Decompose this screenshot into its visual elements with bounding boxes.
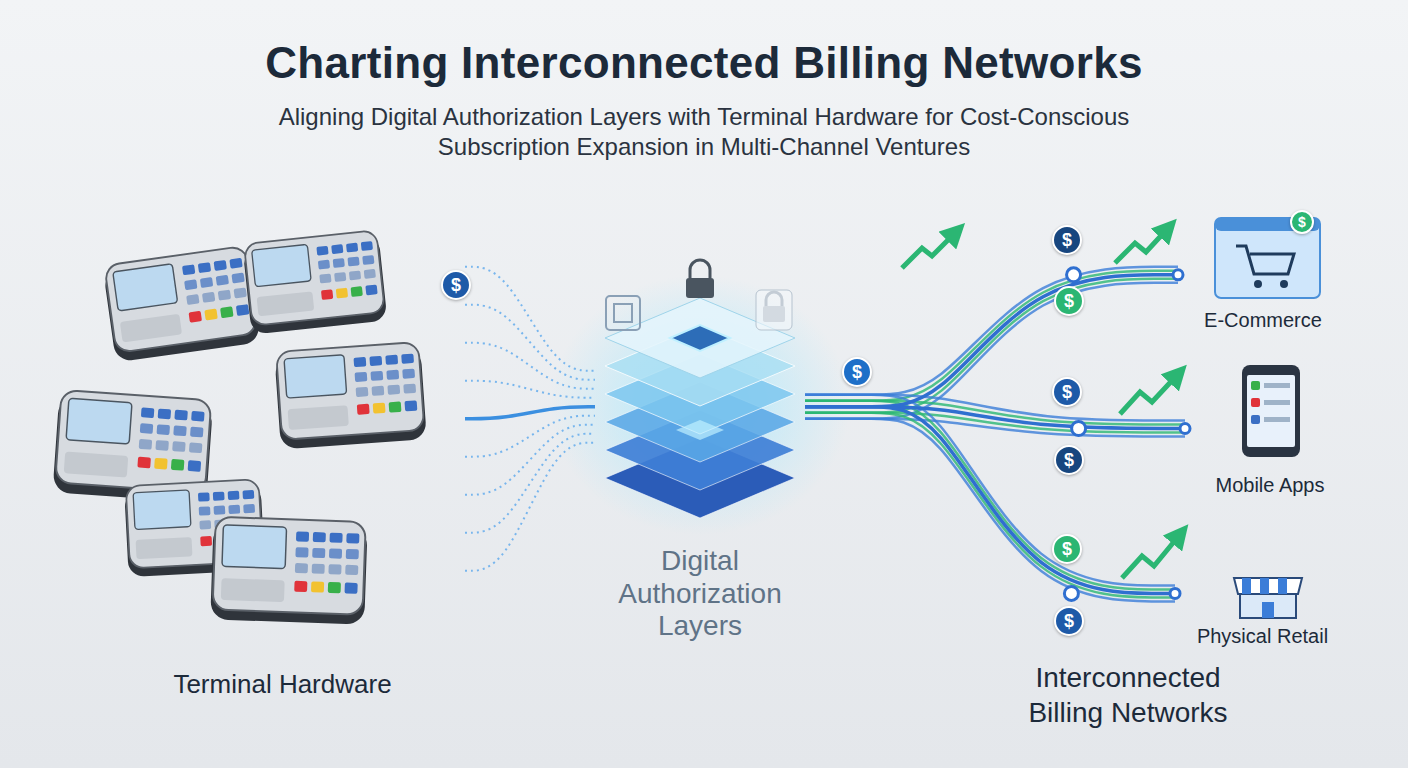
phone xyxy=(1242,365,1300,457)
trend-arrow xyxy=(1122,532,1182,578)
flow-strand xyxy=(805,419,1175,602)
lock-icon xyxy=(763,306,785,322)
cart xyxy=(1236,246,1294,274)
cart-wheel xyxy=(1280,280,1288,288)
dollar-coin: $ xyxy=(1054,286,1084,316)
channel-node: Mobile Apps xyxy=(1185,360,1355,497)
junction-dot xyxy=(1064,586,1078,600)
authorization-stack-art xyxy=(550,260,850,535)
node-label: Physical Retail xyxy=(1175,625,1350,648)
dollar-coin: $ xyxy=(1052,534,1082,564)
node-label: Digital Authorization Layers xyxy=(595,545,805,642)
flow-strand xyxy=(465,425,595,495)
flow-connector xyxy=(805,407,1175,594)
flow-strand xyxy=(805,395,1175,586)
awning xyxy=(1234,578,1302,594)
app-icon xyxy=(1251,415,1260,424)
dollar-coin: $ xyxy=(1054,606,1084,636)
store-building xyxy=(1240,594,1296,618)
junction-dot xyxy=(1072,422,1086,436)
subtitle: Aligning Digital Authorization Layers wi… xyxy=(254,102,1154,162)
junction-dot xyxy=(1170,588,1180,598)
dollar-coin: $ xyxy=(1290,210,1314,234)
dollar-coin: $ xyxy=(1054,445,1084,475)
trend-arrow xyxy=(902,230,958,268)
app-row xyxy=(1264,383,1290,388)
pos-terminal xyxy=(102,246,260,363)
junction-dot xyxy=(1173,270,1183,280)
cart-wheel xyxy=(1254,280,1262,288)
flow-connector xyxy=(805,407,1185,429)
lock-icon xyxy=(756,290,792,330)
app-row xyxy=(1264,417,1290,422)
lock-icon xyxy=(766,292,782,306)
terminal-cluster: Terminal Hardware xyxy=(100,215,465,700)
diagram-title: Charting Interconnected Billing Networks xyxy=(0,38,1408,88)
flow-strand xyxy=(465,305,595,380)
store-door xyxy=(1262,602,1274,618)
flow-strand xyxy=(465,434,595,533)
lock-icon xyxy=(690,260,710,278)
junction-dot xyxy=(1180,424,1190,434)
chip xyxy=(670,325,730,351)
flow-connector xyxy=(805,275,1178,407)
flow-connector xyxy=(465,407,595,419)
dollar-coin: $ xyxy=(441,270,471,300)
mobile-icon xyxy=(1242,365,1300,457)
lock-icon xyxy=(686,278,714,298)
section-label: Interconnected Billing Networks xyxy=(995,660,1261,730)
pos-terminal xyxy=(242,230,387,335)
pos-terminal xyxy=(210,517,368,625)
chip-icon xyxy=(614,304,632,322)
flow-strand xyxy=(465,267,595,371)
authorization-stack: Digital Authorization Layers xyxy=(595,280,805,642)
node-label: Terminal Hardware xyxy=(103,670,463,700)
phone-screen xyxy=(1247,375,1295,447)
pos-terminal xyxy=(274,342,427,449)
dollar-coin: $ xyxy=(842,357,872,387)
chip xyxy=(676,420,724,440)
layer xyxy=(605,298,795,378)
channel-node: E-Commerce xyxy=(1178,205,1348,332)
channel-node: Physical Retail xyxy=(1175,570,1350,648)
junction-dot xyxy=(1067,268,1081,282)
flow-strand xyxy=(805,283,1178,419)
node-label: Mobile Apps xyxy=(1185,474,1355,497)
dollar-coin: $ xyxy=(1052,377,1082,407)
chip-icon xyxy=(606,296,640,330)
pos-terminals xyxy=(52,230,426,625)
trend-arrow xyxy=(1120,372,1180,414)
app-icon xyxy=(1251,381,1260,390)
app-row xyxy=(1264,400,1290,405)
trend-arrow xyxy=(1115,226,1170,263)
awning-stripe xyxy=(1242,578,1287,594)
flow-strand xyxy=(465,443,595,571)
node-label: E-Commerce xyxy=(1178,309,1348,332)
flow-strand xyxy=(465,381,595,398)
dollar-coin: $ xyxy=(1052,225,1082,255)
app-icon xyxy=(1251,398,1260,407)
store-icon xyxy=(1234,578,1302,618)
flow-strand xyxy=(465,416,595,457)
